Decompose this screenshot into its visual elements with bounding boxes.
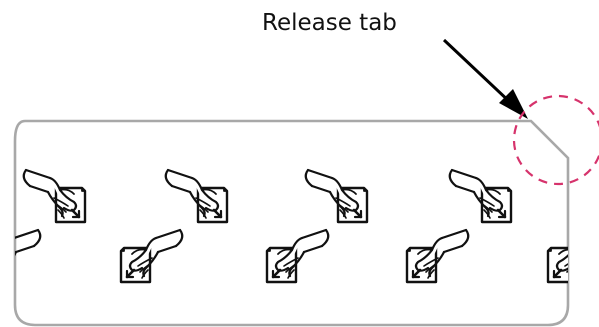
- label-outline: [13, 119, 570, 327]
- callout-arrow-head: [499, 89, 528, 119]
- release-tab-marker-circle: [512, 94, 599, 186]
- hand-peeling-card-icon: [448, 168, 513, 224]
- hand-peeling-card-icon: [22, 168, 87, 224]
- callout-arrow-line: [442, 38, 514, 106]
- hand-peeling-card-icon: [405, 228, 470, 284]
- hand-peeling-card-icon: [119, 228, 184, 284]
- hand-peeling-card-icon: [546, 228, 568, 284]
- hand-peeling-card-icon: [304, 168, 369, 224]
- callout-label: Release tab: [262, 10, 397, 36]
- hand-peeling-card-icon: [164, 168, 229, 224]
- hand-peeling-card-icon: [265, 228, 330, 284]
- hand-peeling-card-icon: [15, 228, 42, 284]
